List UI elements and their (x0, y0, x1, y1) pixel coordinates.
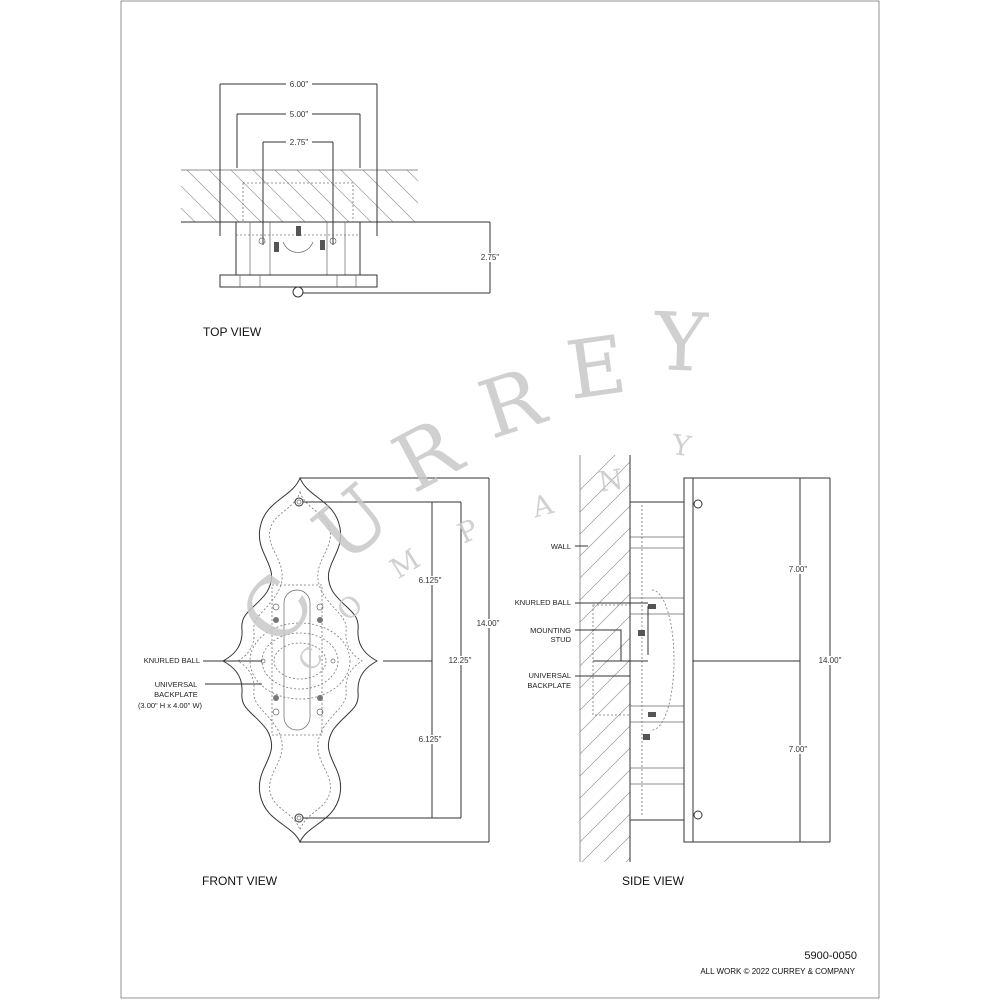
hatch-line (580, 483, 630, 535)
hatch-line (230, 170, 284, 222)
hatch-line (362, 170, 416, 222)
hatch-line (580, 637, 630, 689)
hatch-line (318, 170, 372, 222)
hatch-line (580, 791, 630, 843)
hatch-line (406, 170, 418, 182)
hatch-line (252, 170, 306, 222)
label-stud-line1: MOUNTING (530, 626, 571, 635)
hatch-line (580, 455, 616, 491)
hatch-line (580, 725, 630, 777)
watermark-letter: E (561, 318, 632, 418)
hatch-line (121, 170, 173, 222)
label-knurled-ball: KNURLED BALL (144, 656, 200, 665)
label-wall: WALL (551, 542, 571, 551)
dim-lower-half: 6.125" (419, 735, 442, 744)
watermark-letter: C (222, 557, 333, 660)
watermark-letter: N (596, 463, 625, 499)
label-stud-line2: STUD (551, 635, 572, 644)
hatch-line (580, 747, 630, 799)
hatch-line (580, 549, 630, 601)
hatch-line (580, 571, 630, 623)
watermark-letter: R (468, 349, 557, 457)
hatch-line (340, 170, 394, 222)
watermark-letter: O (330, 588, 369, 628)
label-backplate-line1: UNIVERSAL (155, 680, 198, 689)
wall-hatch (99, 170, 418, 222)
hatch-line (384, 170, 418, 204)
front-view-title: FRONT VIEW (202, 874, 278, 888)
hatch-line (580, 461, 630, 513)
hatch-line (296, 170, 350, 222)
label-backplate-size: (3.00" H x 4.00" W) (138, 701, 203, 710)
dim-side-upper: 7.00" (789, 565, 808, 574)
hatch-line (274, 170, 328, 222)
side-view: 7.00" 7.00" 14.00" WALL KNURLED BALL MOU… (515, 455, 844, 888)
dim-side-lower: 7.00" (789, 745, 808, 754)
dim-overall-width: 6.00" (290, 80, 309, 89)
hatch-line (580, 615, 630, 667)
watermark-letter: P (452, 512, 483, 550)
dim-upper-half: 6.125" (419, 576, 442, 585)
hatch-line (580, 681, 630, 733)
watermark-letter: A (528, 487, 558, 525)
hatch-line (581, 813, 630, 862)
hatch-line (580, 505, 630, 557)
front-view: 6.125" 6.125" 12.25" 14.00" KNURLED BALL… (138, 476, 502, 888)
hatch-line (186, 170, 240, 222)
label-backplate-line2: BACKPLATE (154, 690, 198, 699)
dim-depth: 2.75" (481, 253, 500, 262)
hatch-line (580, 659, 630, 711)
hatch-line (580, 769, 630, 821)
part-number: 5900-0050 (804, 950, 857, 962)
watermark-letter: Y (669, 428, 693, 463)
sheet-border (120, 0, 880, 999)
watermark-letter: R (379, 399, 478, 511)
dim-hole-spacing: 12.25" (449, 656, 472, 665)
watermark-letter: Y (652, 295, 710, 390)
hatch-line (580, 593, 630, 645)
wall-hatch (580, 455, 630, 862)
hatch-line (580, 703, 630, 755)
dim-side-overall: 14.00" (819, 656, 842, 665)
hatch-line (208, 170, 262, 222)
dim-inner-width: 2.75" (290, 138, 309, 147)
copyright: ALL WORK © 2022 CURREY & COMPANY (700, 967, 855, 976)
mounting-hole-icon (294, 813, 304, 823)
knurled-ball-icon (292, 286, 304, 298)
label-side-backplate-line1: UNIVERSAL (528, 671, 571, 680)
label-side-backplate-line2: BACKPLATE (527, 681, 571, 690)
universal-backplate (271, 584, 323, 736)
decorative-plate-profile (683, 477, 694, 843)
label-side-knurled-ball: KNURLED BALL (515, 598, 571, 607)
top-view: 6.00" 5.00" 2.75" 2.75" TOP VIEW (99, 80, 502, 339)
side-view-title: SIDE VIEW (622, 874, 685, 888)
dim-mid-width: 5.00" (290, 110, 309, 119)
hatch-line (99, 170, 151, 222)
hatch-line (580, 527, 630, 579)
hatch-line (603, 835, 630, 862)
hatch-line (181, 207, 196, 222)
top-view-title: TOP VIEW (203, 325, 262, 339)
hatch-line (181, 185, 218, 222)
dim-overall-height: 14.00" (477, 619, 500, 628)
